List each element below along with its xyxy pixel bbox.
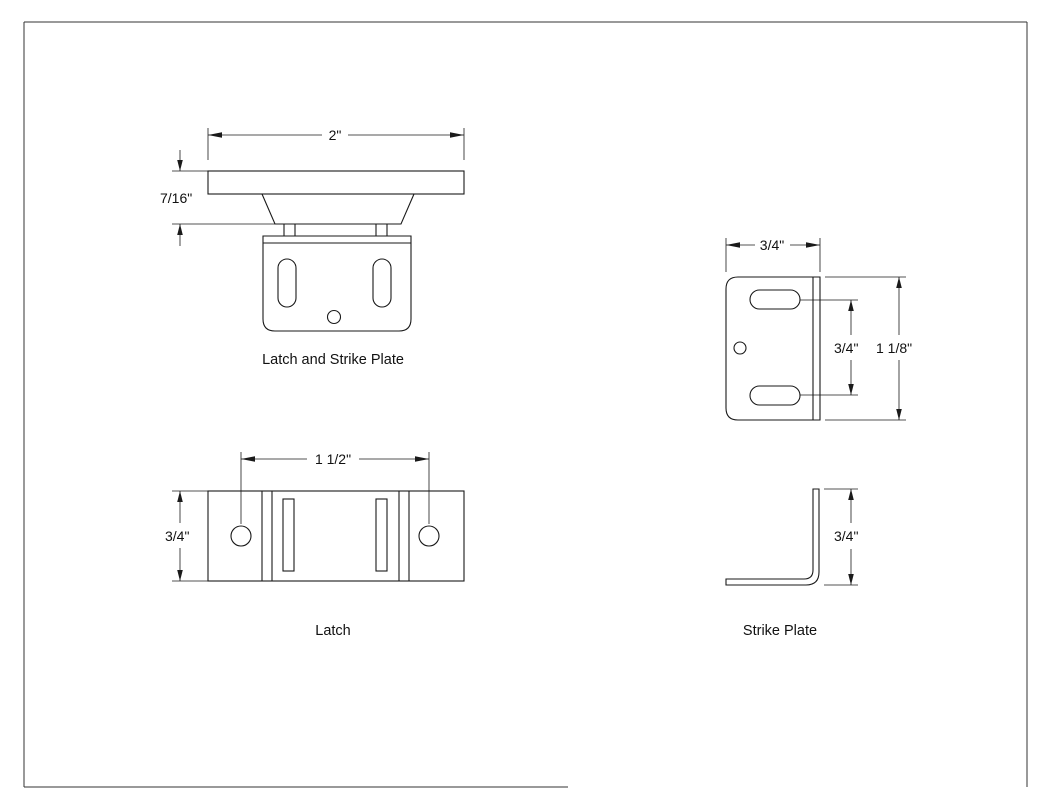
view-caption: Latch and Strike Plate: [262, 352, 404, 368]
strike-plate-profile: [725, 488, 820, 586]
strike-plate-side-view: 3/4" Strike Plate: [725, 488, 858, 639]
assembly-view: 2" 7/16" Latch and Strike Plate: [160, 127, 465, 368]
strike-plate-front-body: [725, 276, 821, 421]
dimension-hole-spacing: 1 1/2": [240, 451, 430, 524]
dimension-slot-spacing: 3/4": [800, 299, 858, 396]
dimension-label: 1 1/8": [876, 340, 912, 356]
view-caption: Latch: [315, 623, 350, 639]
sheet-border: [23, 21, 1028, 788]
view-caption: Strike Plate: [743, 623, 817, 639]
assembly-strike-plate: [262, 235, 412, 332]
dimension-label: 3/4": [834, 528, 858, 544]
dimension-strike-width: 3/4": [725, 237, 821, 272]
dimension-latch-height: 3/4": [165, 490, 208, 582]
dimension-strike-side-height: 3/4": [824, 488, 858, 586]
dimension-label: 7/16": [160, 190, 192, 206]
dimension-height-7-16in: 7/16": [160, 150, 275, 246]
strike-plate-front-view: 3/4" 3/4" 1 1/8": [725, 237, 912, 421]
dimension-label: 3/4": [760, 237, 784, 253]
latch-view: 1 1/2" 3/4" Latch: [165, 451, 465, 639]
dimension-label: 3/4": [165, 528, 189, 544]
dimension-strike-height: 1 1/8": [825, 276, 912, 421]
latch-body: [207, 490, 465, 582]
dimension-width-2in: 2": [207, 127, 465, 160]
dimension-label: 3/4": [834, 340, 858, 356]
assembly-latch-body: [207, 170, 465, 236]
dimension-label: 1 1/2": [315, 451, 351, 467]
dimension-label: 2": [329, 127, 342, 143]
